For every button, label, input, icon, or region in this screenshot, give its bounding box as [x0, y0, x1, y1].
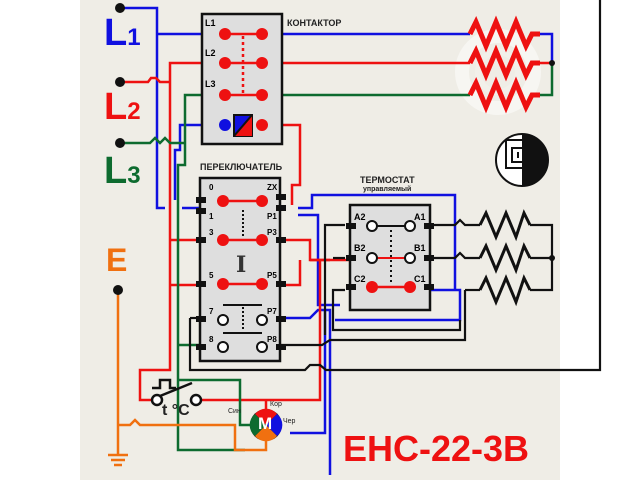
heater-element-group-right [478, 209, 532, 307]
switch-position-mark: I [236, 252, 247, 278]
contactor-terminal-label: L1 [205, 18, 216, 28]
motor-icon [249, 408, 283, 442]
contactor-title: КОНТАКТОР [287, 18, 342, 28]
motor-wire-red-label: Кор [270, 401, 282, 408]
heater-element-l1 [467, 15, 540, 53]
thermostat-terminal-label: A2 [354, 212, 366, 222]
label-l2-index: 2 [127, 98, 141, 125]
star-junction-top [549, 60, 555, 66]
label-l1-letter: L [104, 12, 128, 54]
switch-terminal-label: 0 [209, 183, 214, 192]
terminal-l2 [115, 77, 125, 87]
switch-terminal-label: P7 [267, 307, 277, 316]
motor-wire-blue-label: Чер [283, 418, 296, 425]
wire-control-black [188, 0, 602, 372]
switch-terminal-label: P1 [267, 212, 277, 221]
heater-element-group-top [467, 15, 540, 114]
switch-terminal-label: 3 [209, 228, 214, 237]
label-l3: L3 [104, 152, 141, 195]
thermostat-knob-icon [495, 133, 549, 187]
heater-element-l2 [467, 44, 540, 82]
label-l2-letter: L [104, 86, 128, 128]
thermostat-terminal-label: B1 [414, 243, 426, 253]
contactor-terminal-label: L3 [205, 79, 216, 89]
switch-terminal-label: 1 [209, 212, 214, 221]
switch-title: ПЕРЕКЛЮЧАТЕЛЬ [200, 162, 283, 172]
switch-terminal-label: P5 [267, 271, 277, 280]
thermostat-terminal-label: B2 [354, 243, 366, 253]
heater-element-l3 [467, 76, 540, 114]
thermal-switch [150, 378, 203, 407]
thermal-switch-label: t °C [162, 402, 190, 419]
thermostat-terminal-label: C2 [354, 274, 366, 284]
terminal-l3 [115, 138, 125, 148]
label-l3-index: 3 [127, 162, 141, 189]
label-l3-letter: L [104, 150, 128, 192]
contactor-coil-icon [219, 114, 268, 137]
wire-l3 [120, 63, 554, 452]
label-l1-index: 1 [127, 24, 141, 51]
wire-l1 [120, 6, 554, 475]
label-l2: L2 [104, 88, 141, 131]
label-earth: E [106, 242, 128, 278]
thermostat-subtitle: управляемый [363, 186, 412, 193]
terminal-l1 [115, 3, 125, 13]
star-junction-right [549, 255, 555, 261]
switch-terminal-label: ZX [267, 183, 278, 192]
thermostat-title: ТЕРМОСТАТ [360, 175, 415, 185]
wire-earth [108, 290, 268, 467]
motor-symbol: M [258, 414, 273, 433]
switch-terminal-label: 8 [209, 335, 214, 344]
switch-terminal-label: P8 [267, 335, 277, 344]
contactor-block [200, 12, 284, 146]
selector-switch-block [196, 176, 286, 363]
thermostat-block [346, 203, 434, 312]
thermostat-terminal-label: C1 [414, 274, 426, 284]
label-l1: L1 [104, 14, 141, 57]
terminal-earth [113, 285, 123, 295]
model-title: ЕНС-22-3В [343, 428, 530, 469]
motor-wire-green-label: Син [228, 408, 241, 415]
contactor-terminal-label: L2 [205, 48, 216, 58]
switch-terminal-label: 7 [209, 307, 214, 316]
switch-terminal-label: 5 [209, 271, 214, 280]
thermostat-terminal-label: A1 [414, 212, 426, 222]
switch-terminal-label: P3 [267, 228, 277, 237]
